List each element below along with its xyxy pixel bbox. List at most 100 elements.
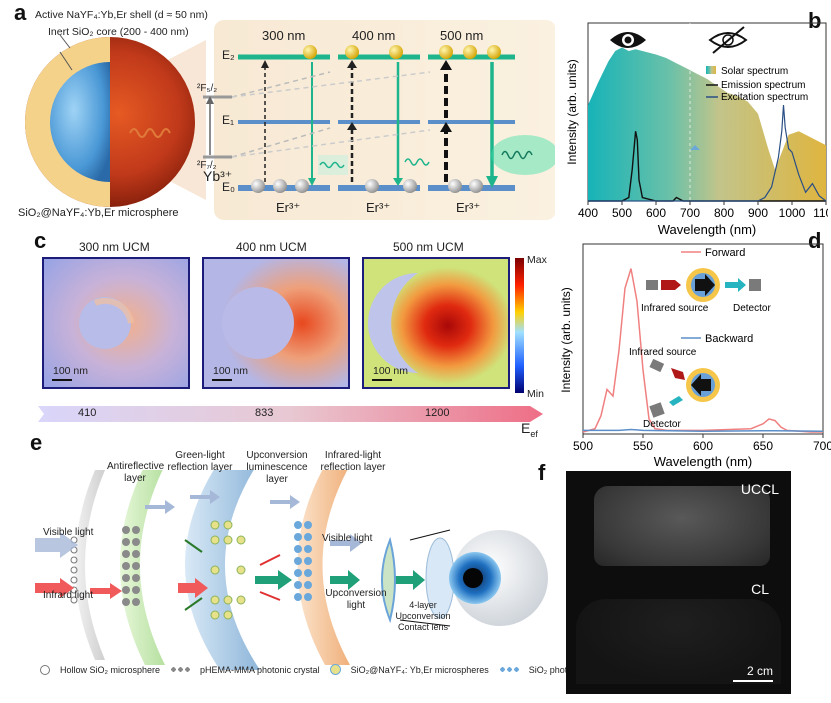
ef-value-833: 833: [255, 407, 274, 419]
colorbar-min: Min: [527, 388, 544, 400]
scalebar-400: 100 nm: [213, 365, 249, 377]
x-tick-label: 650: [753, 439, 773, 453]
infrared-light-in: Infrard light: [43, 590, 94, 601]
scalebar-label: 2 cm: [746, 664, 773, 678]
ef-arrow: [38, 406, 543, 422]
map-title-300: 300 nm UCM: [79, 240, 150, 254]
chart-b-ylabel: Intensity (arb. units): [565, 59, 579, 164]
column-300-ion: Er³⁺: [276, 200, 301, 215]
column-400-ion: Er³⁺: [366, 200, 391, 215]
material-key: Hollow SiO₂ microsphere pHEMA-MMA photon…: [40, 664, 612, 675]
panel-letter-f: f: [538, 460, 546, 485]
lens-label: 4-layer Upconversion Contact lens: [395, 600, 451, 632]
x-tick-label: 600: [646, 206, 666, 220]
panel-a-figure: [25, 20, 555, 220]
chart-d-ylabel: Intensity (arb. units): [559, 287, 573, 392]
layer-label-1: Antireflective layer: [107, 461, 165, 484]
backward-source-label: Infrared source: [629, 347, 697, 358]
upconversion-light-out: Upconversion light: [325, 588, 387, 611]
x-tick-label: 700: [813, 439, 831, 453]
field-map-300: [42, 257, 190, 389]
visible-light-out: Visible light: [322, 533, 373, 544]
x-tick-label: 1000: [779, 206, 806, 220]
light-arrows: [35, 490, 425, 611]
forward-schematic: [646, 268, 761, 302]
key-hollow: Hollow SiO₂ microsphere: [60, 664, 161, 675]
x-tick-label: 1100: [813, 206, 828, 220]
backward-schematic: [649, 358, 720, 418]
cl-lens-dim: [576, 599, 781, 684]
series-emission-spectrum: [588, 131, 826, 202]
backward-detector-label: Detector: [643, 419, 681, 430]
layer-label-2: Green-light reflection layer: [167, 450, 233, 473]
x-tick-label: 800: [714, 206, 734, 220]
yb-label: Yb³⁺: [203, 168, 233, 184]
x-tick-label: 400: [578, 206, 598, 220]
level-e0: E₀: [222, 180, 235, 194]
panel-letter-c: c: [34, 228, 47, 253]
hollow-sphere-icon: [40, 664, 50, 675]
sio2-crystal-icon: [498, 665, 519, 674]
eye-visible-icon: [610, 32, 646, 48]
transition-arrows: [231, 60, 498, 188]
panel-letter-a: a: [14, 0, 27, 25]
key-phema: pHEMA-MMA photonic crystal: [200, 664, 320, 675]
microsphere-illustration: [25, 34, 206, 207]
field-maps: [42, 257, 524, 393]
phema-sphere-icon: [170, 665, 191, 674]
upconversion-sphere-icon: [329, 664, 341, 675]
x-tick-label: 550: [633, 439, 653, 453]
column-300-title: 300 nm: [262, 28, 306, 43]
visible-light-in: Visible light: [43, 527, 94, 538]
core-label: Inert SiO₂ core (200 - 400 nm): [48, 26, 189, 38]
uccl-lens-glow: [594, 486, 770, 566]
chart-b-xlabel: Wavelength (nm): [658, 222, 757, 237]
layer-label-3: Upconversion luminescence layer: [246, 450, 308, 485]
series-excitation-spectrum: [588, 105, 827, 202]
panel-letter-b: b: [808, 8, 822, 33]
level-e2: E₂: [222, 48, 235, 62]
map-title-400: 400 nm UCM: [236, 240, 307, 254]
contact-lens-schematic: [35, 470, 548, 670]
yb-upper-level: ²F₅/₂: [197, 83, 218, 94]
x-tick-label: 700: [680, 206, 700, 220]
x-tick-label: 900: [748, 206, 768, 220]
panel-letter-d: d: [808, 228, 822, 253]
microsphere-caption: SiO₂@NaYF₄:Yb,Er microsphere: [18, 207, 179, 219]
ef-label: Eef: [521, 420, 538, 439]
photo-panel-f: UCCL CL 2 cm: [566, 471, 791, 694]
column-400-title: 400 nm: [352, 28, 396, 43]
column-500-title: 500 nm: [440, 28, 484, 43]
cl-label: CL: [751, 581, 769, 597]
eye-illustration: [381, 529, 548, 627]
field-map-400: [202, 257, 350, 389]
legend-emission: Emission spectrum: [721, 80, 805, 91]
series-forward: [582, 268, 823, 433]
legend-solar: Solar spectrum: [721, 66, 788, 77]
colorbar: [515, 258, 524, 393]
key-nayf: SiO₂@NaYF₄: Yb,Er microspheres: [350, 664, 489, 675]
ef-value-410: 410: [78, 407, 97, 419]
panel-letter-e: e: [30, 430, 43, 455]
field-map-500: [362, 257, 510, 389]
level-e1: E₁: [222, 113, 235, 127]
x-tick-label: 500: [612, 206, 632, 220]
series-solar-spectrum: [588, 47, 826, 201]
legend-excitation: Excitation spectrum: [721, 92, 808, 103]
uccl-label: UCCL: [740, 481, 779, 497]
series-backward: [583, 428, 824, 432]
layer-label-4: Infrared-light reflection layer: [320, 450, 386, 473]
forward-source-label: Infrared source: [641, 303, 709, 314]
electron-balls: [251, 45, 501, 193]
forward-backward-chart: 500 550 600 650 700 Forward Backward Infrare…: [559, 243, 831, 469]
legend-forward: Forward: [705, 247, 745, 259]
x-tick-label: 500: [573, 439, 593, 453]
scalebar-line: [733, 680, 773, 682]
solar-spectrum-chart: Solar spectrum Emission spectrum Excitat…: [565, 22, 828, 237]
scalebar-300: 100 nm: [53, 365, 89, 377]
forward-detector-label: Detector: [733, 303, 771, 314]
yb-lower-level: ²F₇/₂: [197, 160, 217, 171]
x-tick-label: 600: [693, 439, 713, 453]
map-title-500: 500 nm UCM: [393, 240, 464, 254]
legend-backward: Backward: [705, 333, 753, 345]
